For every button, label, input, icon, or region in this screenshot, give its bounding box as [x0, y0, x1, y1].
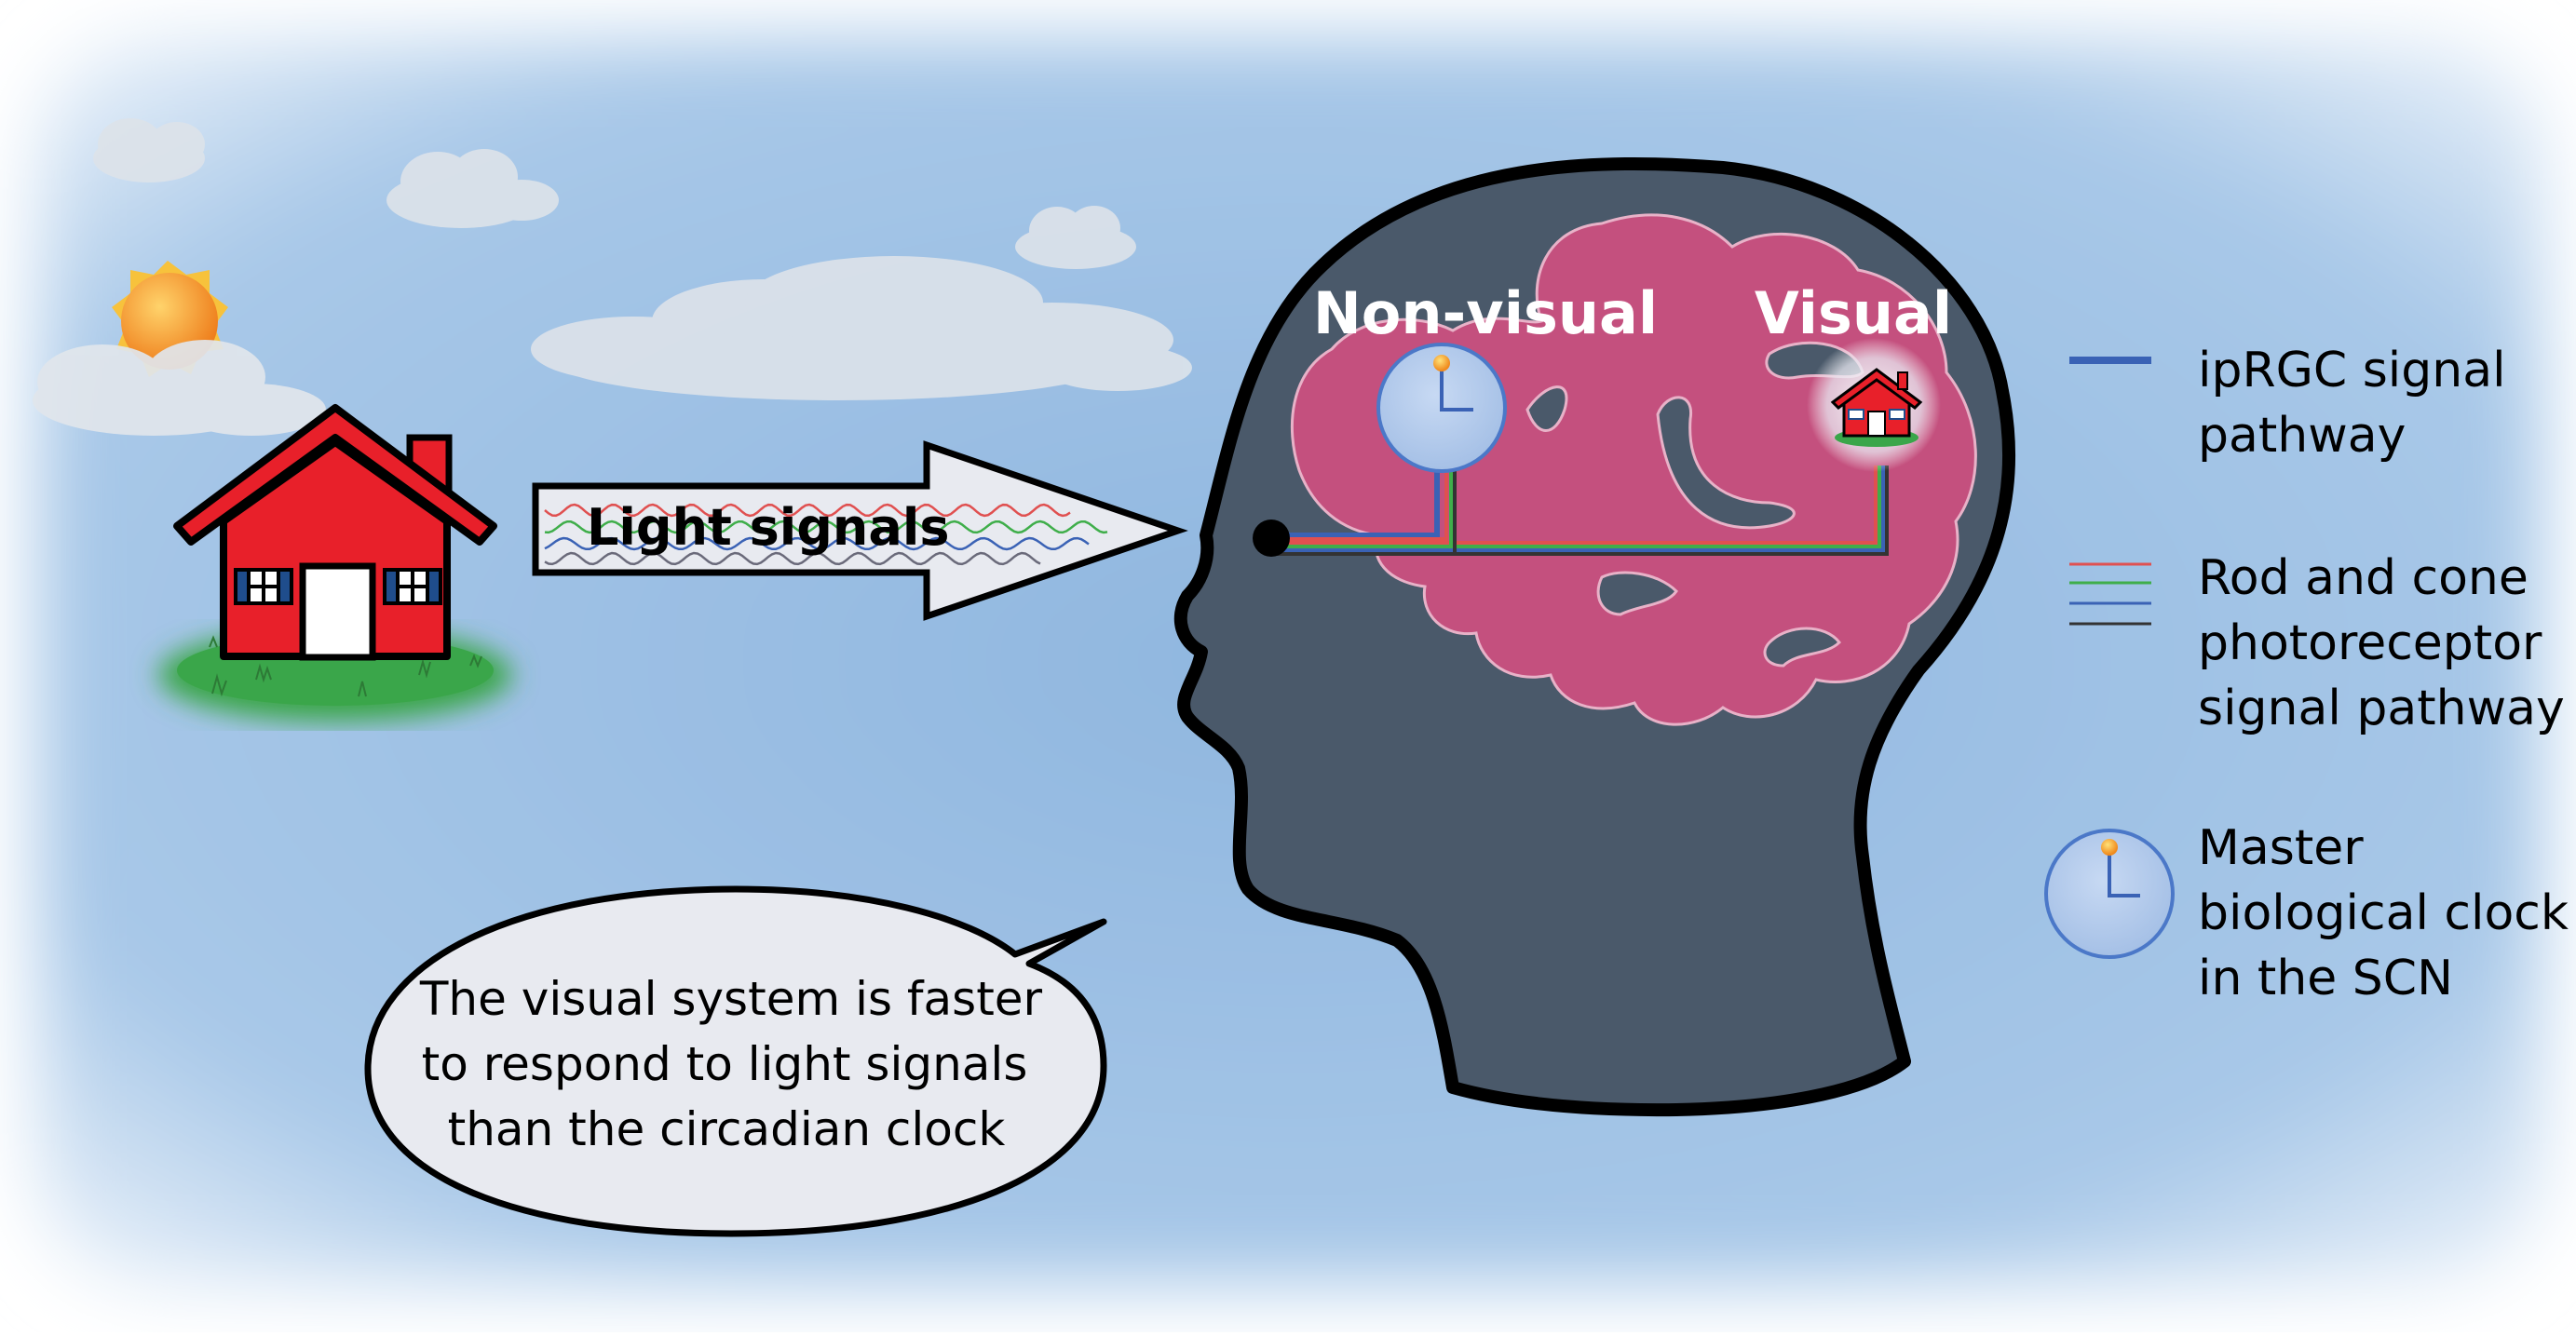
legend-iprgc-line-2: pathway [2198, 408, 2406, 464]
legend-clock-line-3: in the SCN [2198, 951, 2453, 1006]
speech-line-3: than the circadian clock [448, 1102, 1006, 1156]
speech-bubble: The visual system is faster to respond t… [364, 885, 1107, 1237]
speech-line-1: The visual system is faster [419, 972, 1043, 1026]
legend-rod-cone-line-2: photoreceptor [2198, 615, 2542, 671]
legend-clock-line-1: Master [2198, 820, 2364, 876]
legend-rod-cone-line-3: signal pathway [2198, 681, 2565, 736]
cloud-icon [531, 256, 1192, 400]
cloud-icon [93, 118, 205, 182]
light-signals-arrow: Light signals [532, 440, 1188, 621]
wave-red [544, 503, 1071, 518]
rod-cone-line-red [1271, 470, 1448, 541]
legend: ipRGC signal pathway Rod and cone photor… [2044, 343, 2569, 1006]
wave-green [544, 520, 1108, 534]
non-visual-label: Non-visual [1313, 279, 1658, 347]
cloud-icon [386, 149, 559, 228]
clock-icon [1376, 343, 1507, 473]
legend-clock-icon [2044, 829, 2175, 959]
rod-cone-line-blue [1271, 466, 1885, 552]
iprgc-pathway-line [1271, 470, 1440, 538]
visual-label: Visual [1755, 279, 1952, 347]
visual-house-icon [1807, 338, 1941, 472]
signal-pathways [1271, 466, 1889, 556]
cloud-icon [33, 340, 326, 436]
house-icon [158, 404, 512, 722]
arrow-label: Light signals [587, 498, 949, 557]
speech-line-2: to respond to light signals [422, 1037, 1028, 1091]
eye-dot-icon [1253, 520, 1290, 557]
legend-clock-line-2: biological clock [2198, 885, 2569, 941]
rod-cone-line-green [1271, 466, 1881, 548]
legend-iprgc-line-1: ipRGC signal [2198, 343, 2506, 398]
legend-rod-cone-line-1: Rod and cone [2198, 550, 2529, 606]
wave-blue [544, 536, 1090, 551]
rod-cone-line-red-visual [1271, 466, 1878, 545]
wave-dark [544, 551, 1041, 566]
cloud-icon [1015, 206, 1136, 269]
legend-rod-cone-swatch [2069, 562, 2151, 626]
rod-cone-line-dark [1271, 466, 1889, 556]
